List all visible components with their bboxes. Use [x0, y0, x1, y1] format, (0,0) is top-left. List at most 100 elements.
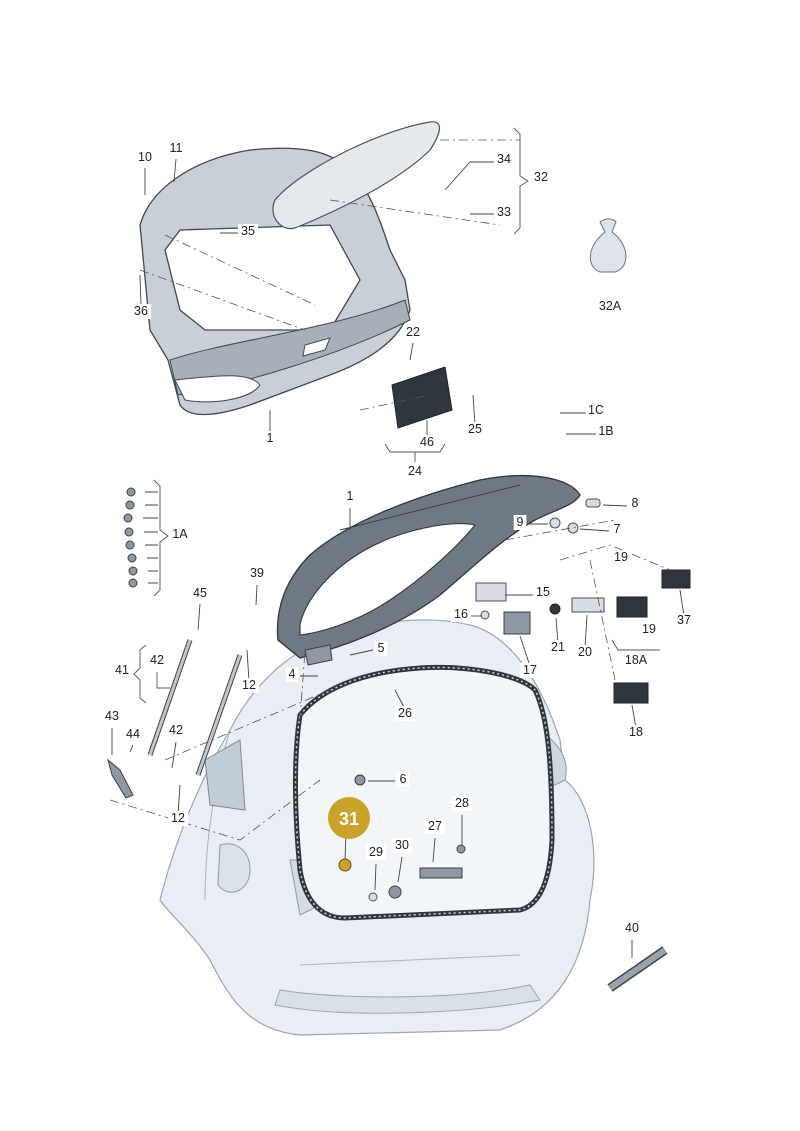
- highlight-label: 31: [339, 809, 359, 829]
- part-label-c28[interactable]: 28: [451, 796, 473, 811]
- callout-31-highlight[interactable]: 31: [328, 797, 370, 872]
- part-label-c30[interactable]: 30: [391, 838, 413, 853]
- part-label-c1mid[interactable]: 1: [343, 489, 357, 504]
- part-label-c39[interactable]: 39: [246, 566, 268, 581]
- part-number-text: 35: [241, 224, 255, 238]
- part-number-text: 40: [625, 921, 639, 935]
- part-number-text: 16: [454, 607, 468, 621]
- part-label-c45[interactable]: 45: [189, 586, 211, 601]
- tailgate-inner-frame: [276, 475, 581, 659]
- part-label-c16[interactable]: 16: [450, 607, 472, 622]
- label-background: [530, 170, 552, 185]
- label-background: [596, 299, 624, 314]
- label-background: [464, 422, 486, 437]
- part-label-c25[interactable]: 25: [464, 422, 486, 437]
- part-label-c34[interactable]: 34: [493, 152, 515, 167]
- part-label-c9[interactable]: 9: [513, 515, 527, 530]
- label-background: [169, 527, 191, 542]
- part-number-text: 18A: [625, 653, 648, 667]
- part-label-c35[interactable]: 35: [237, 224, 259, 239]
- highlight-circle: [328, 797, 370, 839]
- part-number-text: 11: [170, 141, 183, 155]
- part-number-text: 5: [378, 641, 385, 655]
- vehicle-rear-body: [159, 619, 595, 1036]
- part-label-c6[interactable]: 6: [396, 772, 410, 787]
- label-background: [402, 325, 424, 340]
- part-label-c20[interactable]: 20: [574, 645, 596, 660]
- part-label-c4[interactable]: 4: [285, 667, 299, 682]
- part-number-text: 1C: [588, 403, 604, 417]
- label-background: [673, 613, 695, 628]
- label-background: [424, 819, 446, 834]
- part-label-c15[interactable]: 15: [532, 585, 554, 600]
- part-label-c12a[interactable]: 12: [238, 678, 260, 693]
- part-number-text: 28: [455, 796, 469, 810]
- label-background: [391, 838, 413, 853]
- part-number-text: 39: [250, 566, 264, 580]
- part-label-c26[interactable]: 26: [394, 706, 416, 721]
- part-label-c18[interactable]: 18: [625, 725, 647, 740]
- part-label-c7[interactable]: 7: [610, 522, 624, 537]
- part-label-c1c[interactable]: 1C: [585, 403, 607, 418]
- part-label-c41[interactable]: 41: [111, 663, 133, 678]
- part-label-c33[interactable]: 33: [493, 205, 515, 220]
- label-background: [585, 403, 607, 418]
- part-label-c44[interactable]: 44: [122, 727, 144, 742]
- license-plate-bracket: [391, 366, 453, 429]
- part-label-c29[interactable]: 29: [365, 845, 387, 860]
- part-label-c21[interactable]: 21: [547, 640, 569, 655]
- part-label-c36[interactable]: 36: [130, 304, 152, 319]
- part-label-c32[interactable]: 32: [530, 170, 552, 185]
- group-brackets: [133, 127, 660, 704]
- part-label-c1top[interactable]: 1: [263, 431, 277, 446]
- part-label-c10[interactable]: 10: [134, 150, 156, 165]
- part-label-c27[interactable]: 27: [424, 819, 446, 834]
- part-label-c32A[interactable]: 32A: [596, 299, 624, 314]
- part-label-c43[interactable]: 43: [101, 709, 123, 724]
- part-label-c40[interactable]: 40: [621, 921, 643, 936]
- label-background: [513, 515, 527, 530]
- part-label-c11[interactable]: 11: [165, 141, 187, 156]
- label-background: [343, 489, 357, 504]
- assembly-lines: [109, 139, 671, 841]
- part-number-text: 46: [420, 435, 434, 449]
- part-31-fastener: [338, 858, 352, 872]
- part-label-c19b[interactable]: 19: [638, 622, 660, 637]
- part-label-c18a[interactable]: 18A: [622, 653, 650, 668]
- part-number-text: 42: [150, 653, 164, 667]
- part-number-text: 19: [642, 622, 656, 636]
- label-background: [638, 622, 660, 637]
- label-background: [374, 641, 388, 656]
- gas-struts: [107, 639, 243, 799]
- part-label-c19a[interactable]: 19: [610, 550, 632, 565]
- part-number-text: 19: [614, 550, 628, 564]
- fastener-set: [123, 487, 138, 588]
- label-background: [404, 464, 426, 479]
- part-label-c1b[interactable]: 1B: [595, 424, 617, 439]
- part-number-text: 12: [171, 811, 185, 825]
- part-number-text: 29: [369, 845, 383, 859]
- rear-spoiler: [272, 121, 440, 230]
- part-number-text: 1: [347, 489, 354, 503]
- label-background: [451, 796, 473, 811]
- part-label-c24[interactable]: 24: [404, 464, 426, 479]
- part-number-text: 7: [614, 522, 621, 536]
- part-label-c42b[interactable]: 42: [165, 723, 187, 738]
- part-label-c22[interactable]: 22: [402, 325, 424, 340]
- part-label-c42a[interactable]: 42: [146, 653, 168, 668]
- part-label-c1a[interactable]: 1A: [169, 527, 191, 542]
- label-background: [396, 772, 410, 787]
- part-label-c8[interactable]: 8: [628, 496, 642, 511]
- part-number-text: 22: [406, 325, 420, 339]
- part-number-text: 41: [115, 663, 129, 677]
- part-label-c37[interactable]: 37: [673, 613, 695, 628]
- part-label-c46[interactable]: 46: [416, 435, 438, 450]
- part-number-text: 24: [408, 464, 422, 478]
- part-label-c5[interactable]: 5: [374, 641, 388, 656]
- label-background: [625, 725, 647, 740]
- part-label-c17[interactable]: 17: [519, 663, 541, 678]
- part-number-text: 21: [551, 640, 565, 654]
- part-label-c12b[interactable]: 12: [167, 811, 189, 826]
